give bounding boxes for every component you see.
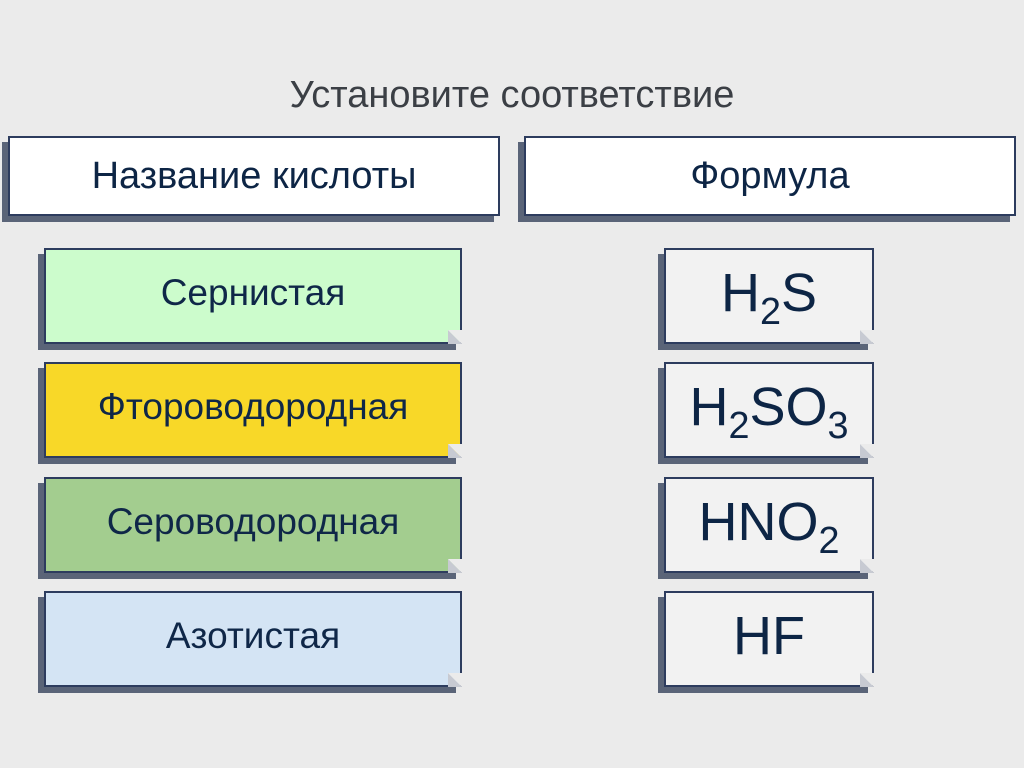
folded-corner-icon (448, 444, 462, 458)
acid-name-label: Сероводородная (106, 501, 400, 542)
acid-name-card-1[interactable]: Сернистая (44, 248, 462, 344)
formula-card-3[interactable]: HNO2 (664, 477, 874, 573)
acid-name-card-4[interactable]: Азотистая (44, 591, 462, 687)
page-title: Установите соответствие (289, 74, 735, 116)
formula-card-1[interactable]: H2S (664, 248, 874, 344)
folded-corner-icon (448, 673, 462, 687)
acid-name-card-2[interactable]: Фтороводородная (44, 362, 462, 458)
formula-text: HNO2 (698, 492, 840, 563)
acid-name-label: Азотистая (165, 615, 341, 656)
folded-corner-icon (860, 559, 874, 573)
folded-corner-icon (448, 559, 462, 573)
acid-name-card-3[interactable]: Сероводородная (44, 477, 462, 573)
formula-text: HF (733, 606, 805, 666)
formula-text: H2S (720, 263, 818, 334)
column-header-formula: Формула (524, 136, 1016, 216)
acid-name-label: Фтороводородная (97, 386, 409, 427)
formula-text: H2SO3 (689, 377, 849, 448)
column-header-acid-name: Название кислоты (8, 136, 500, 216)
folded-corner-icon (860, 444, 874, 458)
folded-corner-icon (448, 330, 462, 344)
acid-name-label: Сернистая (160, 272, 346, 313)
formula-card-4[interactable]: HF (664, 591, 874, 687)
formula-card-2[interactable]: H2SO3 (664, 362, 874, 458)
folded-corner-icon (860, 330, 874, 344)
folded-corner-icon (860, 673, 874, 687)
